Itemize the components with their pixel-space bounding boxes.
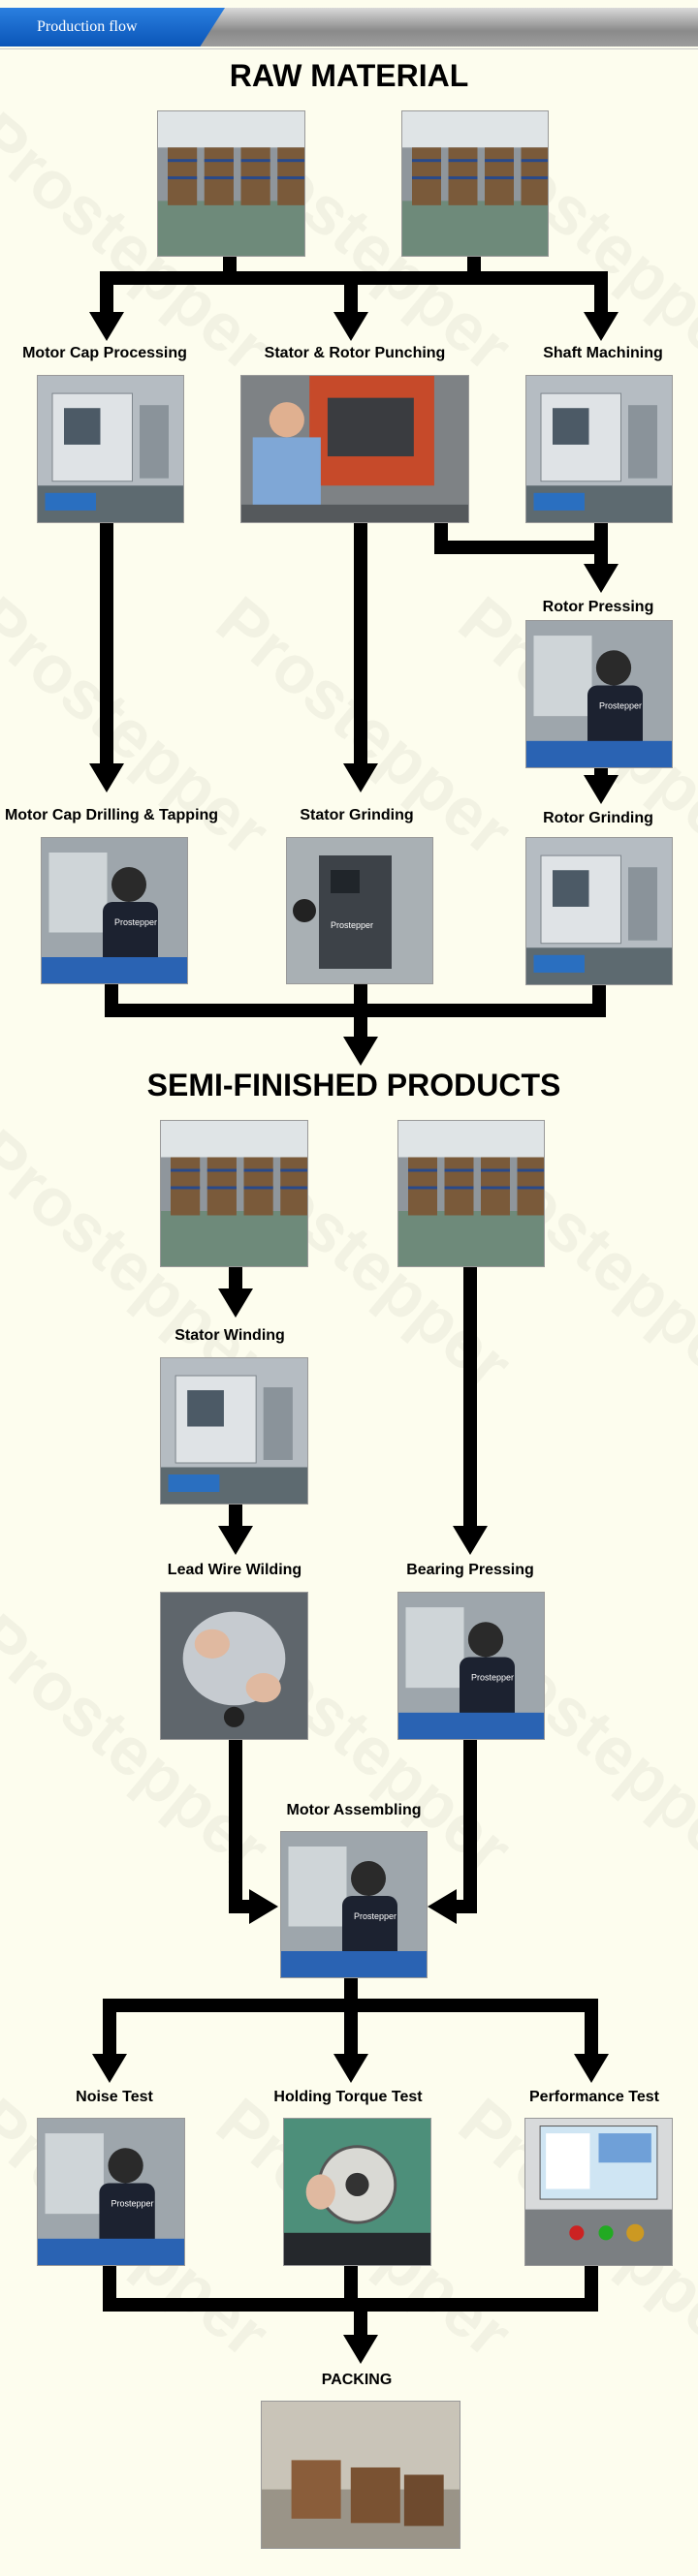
- photo-packing: [261, 2401, 460, 2549]
- label-holding-torque-test: Holding Torque Test: [273, 2089, 423, 2105]
- label-motor-assembling: Motor Assembling: [286, 1802, 422, 1818]
- photo-image: Prostepper: [38, 2119, 184, 2265]
- arrow-head: [333, 312, 368, 341]
- label-stator-winding: Stator Winding: [174, 1327, 285, 1344]
- photo-image: [38, 376, 183, 522]
- arrow-head: [453, 1526, 488, 1555]
- photo-image: [161, 1358, 307, 1504]
- photo-stator-winding: [160, 1357, 308, 1505]
- photo-semi-finished-2: [397, 1120, 545, 1267]
- photo-semi-finished-1: [160, 1120, 308, 1267]
- photo-image: Prostepper: [287, 838, 432, 983]
- label-motor-cap-drilling: Motor Cap Drilling & Tapping: [4, 807, 219, 823]
- photo-image: Prostepper: [42, 838, 187, 983]
- svg-text:Prostepper: Prostepper: [111, 2199, 154, 2209]
- photo-motor-cap-processing: [37, 375, 184, 523]
- photo-image: Prostepper: [398, 1593, 544, 1739]
- photo-raw-material-1: [157, 110, 305, 257]
- photo-stator-rotor-punching: [240, 375, 469, 523]
- photo-image: [161, 1593, 307, 1739]
- photo-image: [526, 376, 672, 522]
- section-header: Production flow: [0, 0, 698, 49]
- photo-raw-material-2: [401, 110, 549, 257]
- label-packing: PACKING: [321, 2372, 393, 2388]
- label-rotor-grinding: Rotor Grinding: [543, 810, 653, 826]
- photo-image: [525, 2119, 672, 2265]
- photo-lead-wire-wilding: [160, 1592, 308, 1740]
- arrow-head: [333, 2054, 368, 2083]
- label-performance-test: Performance Test: [529, 2089, 659, 2105]
- arrow-head: [584, 312, 619, 341]
- header-tab: [0, 8, 225, 47]
- label-motor-cap-processing: Motor Cap Processing: [22, 345, 187, 361]
- photo-image: [402, 111, 548, 256]
- arrow-head: [89, 312, 124, 341]
- photo-image: [262, 2402, 460, 2548]
- photo-image: [284, 2119, 430, 2265]
- svg-text:Prostepper: Prostepper: [354, 1911, 397, 1921]
- arrow-head: [574, 2054, 609, 2083]
- arrow-head: [218, 1526, 253, 1555]
- photo-image: Prostepper: [281, 1832, 427, 1977]
- photo-shaft-machining: [525, 375, 673, 523]
- arrow-head: [343, 763, 378, 792]
- label-bearing-pressing: Bearing Pressing: [406, 1562, 534, 1578]
- photo-holding-torque-test: [283, 2118, 431, 2266]
- svg-text:Prostepper: Prostepper: [471, 1673, 514, 1683]
- arrow-head: [249, 1889, 278, 1924]
- svg-text:Prostepper: Prostepper: [331, 920, 373, 930]
- photo-rotor-grinding: [525, 837, 673, 985]
- photo-stator-grinding: Prostepper: [286, 837, 433, 984]
- photo-bearing-pressing: Prostepper: [397, 1592, 545, 1740]
- label-lead-wire-wilding: Lead Wire Wilding: [167, 1562, 302, 1578]
- header-divider: [0, 48, 698, 49]
- arrow-head: [343, 2335, 378, 2364]
- photo-rotor-pressing: Prostepper: [525, 620, 673, 768]
- photo-image: [398, 1121, 544, 1266]
- heading-semi-finished: SEMI-FINISHED PRODUCTS: [146, 1068, 561, 1102]
- label-rotor-pressing: Rotor Pressing: [542, 599, 654, 615]
- arrow-head: [92, 2054, 127, 2083]
- photo-image: Prostepper: [526, 621, 672, 767]
- photo-image: [526, 838, 672, 984]
- photo-motor-assembling: Prostepper: [280, 1831, 428, 1978]
- svg-text:Prostepper: Prostepper: [599, 701, 642, 711]
- label-stator-rotor-punching: Stator & Rotor Punching: [264, 345, 446, 361]
- label-stator-grinding: Stator Grinding: [300, 807, 414, 823]
- photo-performance-test: [524, 2118, 673, 2266]
- photo-image: [241, 376, 468, 522]
- heading-raw-material: RAW MATERIAL: [229, 58, 469, 93]
- photo-image: [158, 111, 304, 256]
- arrow-head: [584, 564, 619, 593]
- arrow-head: [584, 775, 619, 804]
- svg-text:Prostepper: Prostepper: [114, 917, 157, 927]
- photo-image: [161, 1121, 307, 1266]
- photo-motor-cap-drilling: Prostepper: [41, 837, 188, 984]
- arrow-head: [89, 763, 124, 792]
- header-title: Production flow: [37, 18, 138, 35]
- arrow-head: [428, 1889, 457, 1924]
- arrow-head: [218, 1288, 253, 1318]
- photo-noise-test: Prostepper: [37, 2118, 185, 2266]
- arrow-head: [343, 1037, 378, 1066]
- label-shaft-machining: Shaft Machining: [543, 345, 663, 361]
- label-noise-test: Noise Test: [76, 2089, 153, 2105]
